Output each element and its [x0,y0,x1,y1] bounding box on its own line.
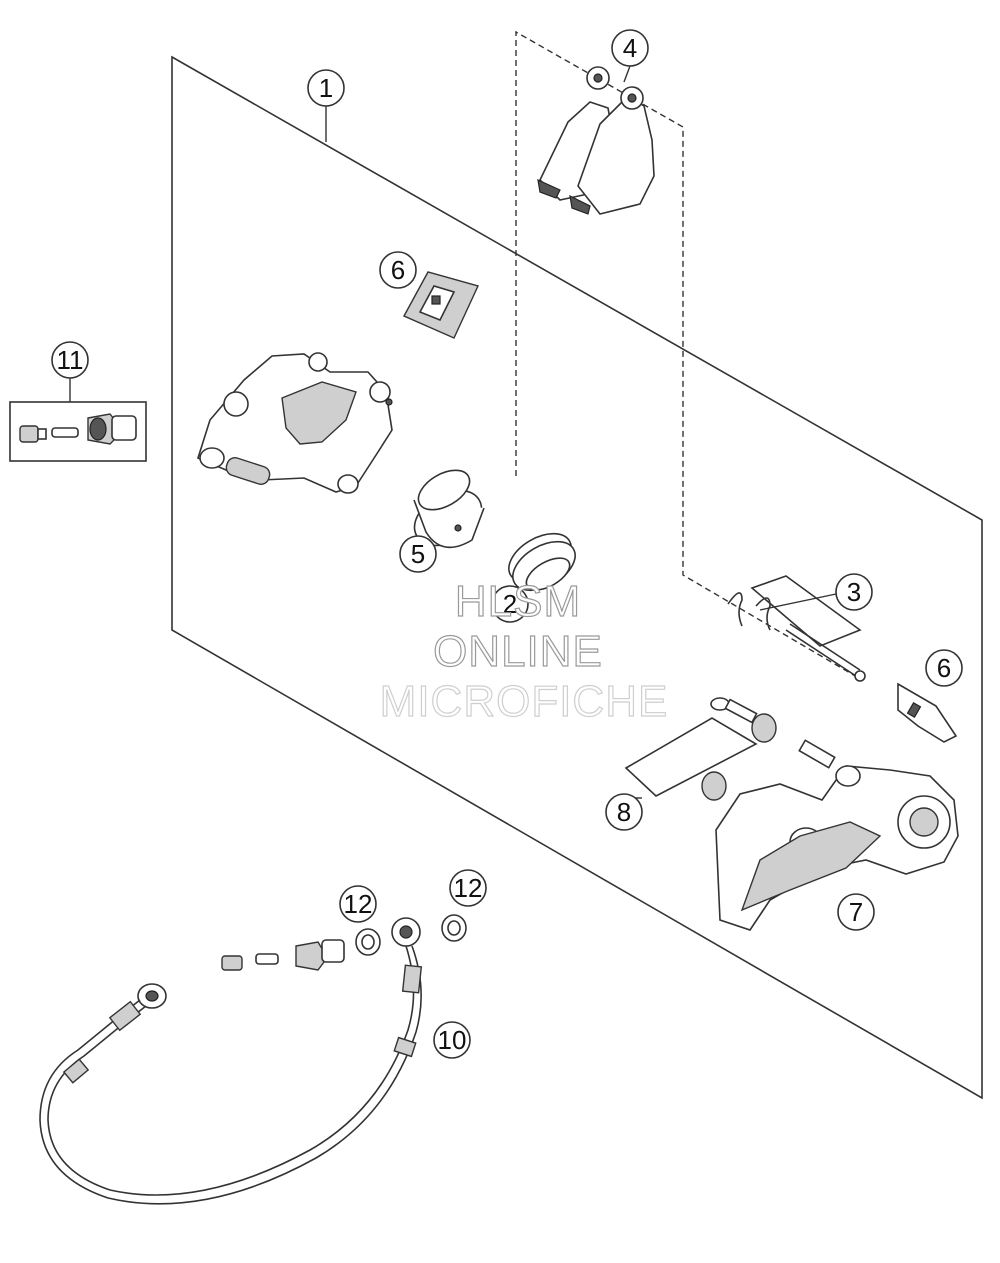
banjo-bolt-washers-part [221,914,467,971]
callout-12-right: 12 [449,869,487,907]
callout-label-8: 8 [617,797,631,827]
callout-label-4: 4 [623,33,637,63]
callout-label-12-right: 12 [454,873,483,903]
pin-clip-group-part [727,575,866,682]
pad-spring-right-part [897,682,958,743]
seal-rings-part [508,532,576,592]
guide-pins-part [624,697,836,801]
callout-7: 7 [837,893,875,931]
callout-label-3: 3 [847,577,861,607]
bleeder-screw-part [19,413,137,445]
caliper-body-part [197,352,393,494]
brake-pads-part [537,66,655,215]
callout-12-left: 12 [339,885,377,923]
callout-label-11: 11 [57,345,84,375]
callout-10: 10 [433,1021,471,1059]
pad-spring-upper-part [403,271,479,339]
callout-8: 8 [605,793,643,831]
callout-6-upper: 6 [379,251,417,289]
callout-label-10: 10 [438,1025,467,1055]
watermark-line-2: ONLINE [433,627,603,676]
bleed-kit-box [9,401,147,462]
assembly-outline-1 [171,55,983,1100]
pad-dashed-outline [515,30,863,681]
callout-label-6-right: 6 [937,653,951,683]
callout-11: 11 [51,341,89,379]
callout-label-7: 7 [849,897,863,927]
callout-label-1: 1 [319,73,333,103]
callout-4: 4 [611,29,649,67]
callout-5: 5 [399,535,437,573]
callout-6-right: 6 [925,649,963,687]
caliper-bracket-part [715,765,959,931]
callout-label-2: 2 [503,589,517,619]
brake-hose-part [39,917,423,1205]
callout-3: 3 [835,573,873,611]
callout-label-12-left: 12 [344,889,373,919]
watermark: HLSM ONLINE MICROFICHE [379,576,669,726]
callout-label-6-upper: 6 [391,255,405,285]
watermark-line-1: HLSM [455,577,581,626]
callout-label-5: 5 [411,539,425,569]
callout-1: 1 [307,69,345,107]
callout-2: 2 [491,585,529,623]
watermark-line-3: MICROFICHE [380,677,669,726]
